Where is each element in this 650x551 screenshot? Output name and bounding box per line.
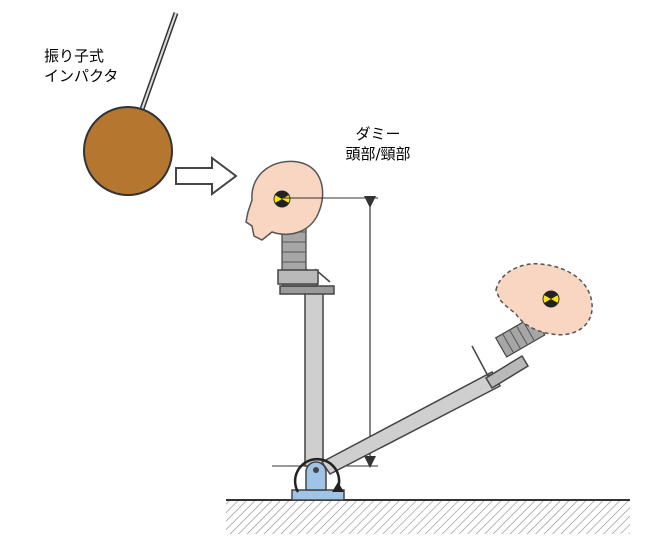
impactor-label: 振り子式 インパクタ <box>44 46 118 86</box>
dummy-head-upright <box>245 160 324 241</box>
impactor-label-line1: 振り子式 <box>44 47 105 65</box>
impactor-ball <box>83 106 173 196</box>
ground <box>226 499 630 534</box>
dummy-neck-upright <box>277 221 319 287</box>
upright-column <box>279 268 335 467</box>
pendulum-impactor <box>83 12 179 196</box>
rotation-arrow-head <box>332 482 344 492</box>
dummy-label-line1: ダミー <box>355 125 401 143</box>
impact-direction-arrow <box>175 156 238 196</box>
dummy-label-line2: 頭部/頸部 <box>345 145 411 163</box>
swing-arm-rotated <box>320 345 530 475</box>
dummy-label: ダミー 頭部/頸部 <box>336 124 420 164</box>
dummy-head-rotated <box>495 263 593 336</box>
impactor-label-line2: インパクタ <box>44 67 119 85</box>
pivot-base <box>291 457 345 501</box>
